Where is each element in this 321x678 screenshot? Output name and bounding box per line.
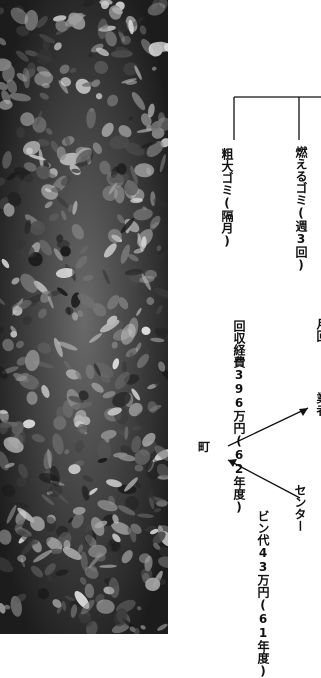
arrow-center-to-town bbox=[227, 459, 301, 499]
garbage-photo bbox=[0, 0, 168, 634]
arrowhead-left bbox=[228, 459, 237, 467]
arrowhead-right bbox=[299, 408, 308, 416]
collection-cost-label: 回収経費396万円(62年度) bbox=[232, 320, 246, 514]
bulky-waste-label: 粗大ゴミ(隔月) bbox=[220, 148, 234, 248]
waste-flow-diagram: 粗大ゴミ(隔月) 燃えるゴミ(週3回) 回収経費396万円(62年度) 町 ビン… bbox=[168, 0, 321, 678]
burnable-waste-label: 燃えるゴミ(週3回) bbox=[294, 146, 308, 272]
bottle-fee-label: ビン代43万円(61年度) bbox=[256, 510, 270, 678]
arrow-town-to-center bbox=[227, 407, 309, 447]
center-label-partial: センター bbox=[293, 484, 307, 532]
town-label: 町 bbox=[198, 440, 211, 454]
edge-fragment-1: 月回 bbox=[315, 318, 321, 342]
edge-fragment-2: 業者 bbox=[315, 392, 321, 416]
